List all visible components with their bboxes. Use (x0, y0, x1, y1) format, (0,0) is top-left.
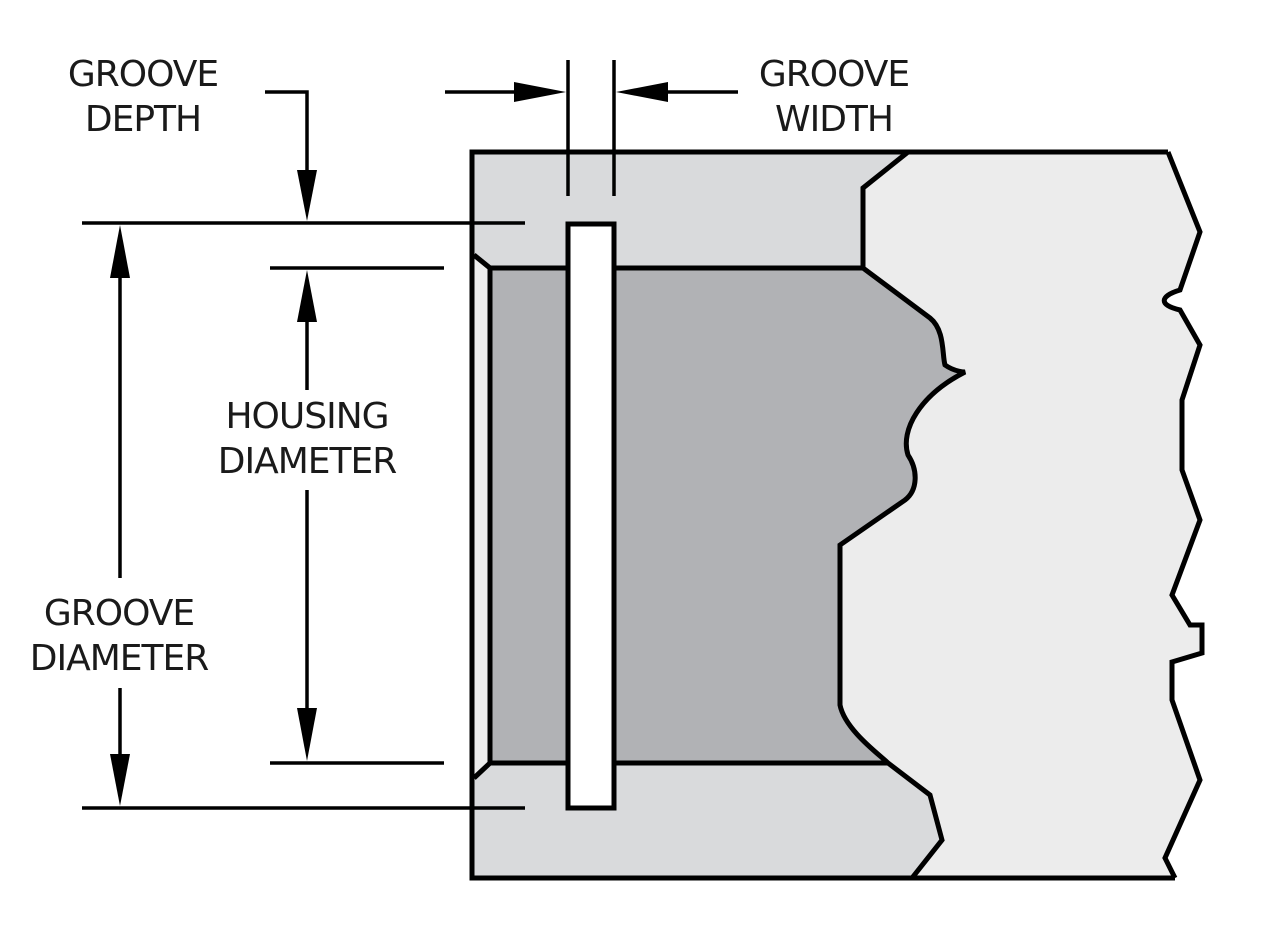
housing-wall-bottom (474, 763, 942, 878)
housing-diameter-label-line2: DIAMETER (218, 441, 397, 482)
arrow-down-icon (297, 170, 317, 221)
housing-diameter-label-line1: HOUSING (225, 396, 388, 437)
arrow-right-icon (514, 82, 566, 102)
arrow-left-icon (616, 82, 668, 102)
dimension-lines (82, 60, 738, 810)
housing-wall-top (474, 152, 908, 268)
groove-slot (565, 221, 617, 811)
groove-width-label-line2: WIDTH (775, 99, 893, 140)
arrow-down-icon (297, 708, 317, 761)
arrow-down-icon (110, 754, 130, 806)
housing-outline (469, 149, 1205, 881)
groove-depth-label-line2: DEPTH (85, 99, 201, 140)
groove-diameter-label-line1: GROOVE (44, 593, 194, 634)
arrow-up-icon (110, 225, 130, 278)
arrow-up-icon (297, 270, 317, 322)
groove-width-label-line1: GROOVE (759, 54, 909, 95)
groove-diameter-label-line2: DIAMETER (30, 638, 209, 679)
groove-depth-label-line1: GROOVE (68, 54, 218, 95)
arrowheads (110, 82, 668, 806)
